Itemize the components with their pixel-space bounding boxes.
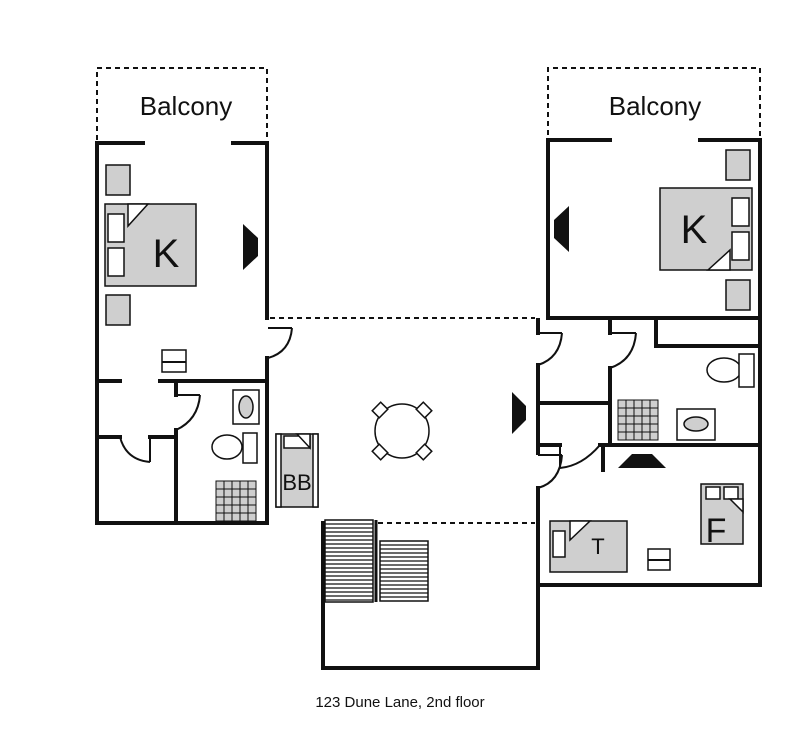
balcony-right-label: Balcony: [609, 91, 702, 121]
left-wing-walls: [95, 141, 269, 525]
center-fireplace-icon: [512, 392, 526, 434]
bedroom-fireplace-icon: [618, 454, 666, 468]
balcony-left-label: Balcony: [140, 91, 233, 121]
left-shower: [215, 480, 257, 522]
left-bathroom: [211, 389, 260, 522]
right-nightstand-bottom: [725, 279, 751, 311]
balcony-right: Balcony: [547, 67, 761, 140]
full-bed-label: F: [706, 512, 727, 550]
right-fireplace-icon: [554, 206, 569, 252]
balcony-left: Balcony: [96, 67, 268, 140]
right-nightstand-top: [725, 149, 751, 181]
left-chair: [161, 349, 187, 373]
stairs: [324, 519, 429, 603]
right-shower: [617, 399, 659, 441]
center-walls: [270, 317, 540, 670]
bedroom-chair: [647, 548, 671, 571]
left-fireplace-icon: [243, 224, 258, 270]
twin-bed-label: T: [591, 534, 604, 559]
right-bathroom: [617, 353, 755, 441]
left-nightstand-bottom: [105, 294, 131, 326]
left-king-bed-label: K: [153, 232, 180, 276]
left-nightstand-top: [105, 164, 131, 196]
left-wing-doors: [119, 327, 293, 463]
dining-table: [371, 401, 433, 461]
left-king-bed: K: [104, 203, 197, 287]
twin-bed: T: [549, 520, 628, 573]
right-king-bed: K: [659, 187, 753, 271]
full-bed: F: [700, 483, 744, 550]
bunk-bed: BB: [275, 433, 319, 508]
right-wing-walls: [536, 138, 762, 587]
bunk-bed-label: BB: [282, 470, 311, 495]
right-king-bed-label: K: [681, 208, 708, 252]
right-wing-doors: [537, 332, 637, 489]
plan-caption: 123 Dune Lane, 2nd floor: [315, 694, 485, 711]
